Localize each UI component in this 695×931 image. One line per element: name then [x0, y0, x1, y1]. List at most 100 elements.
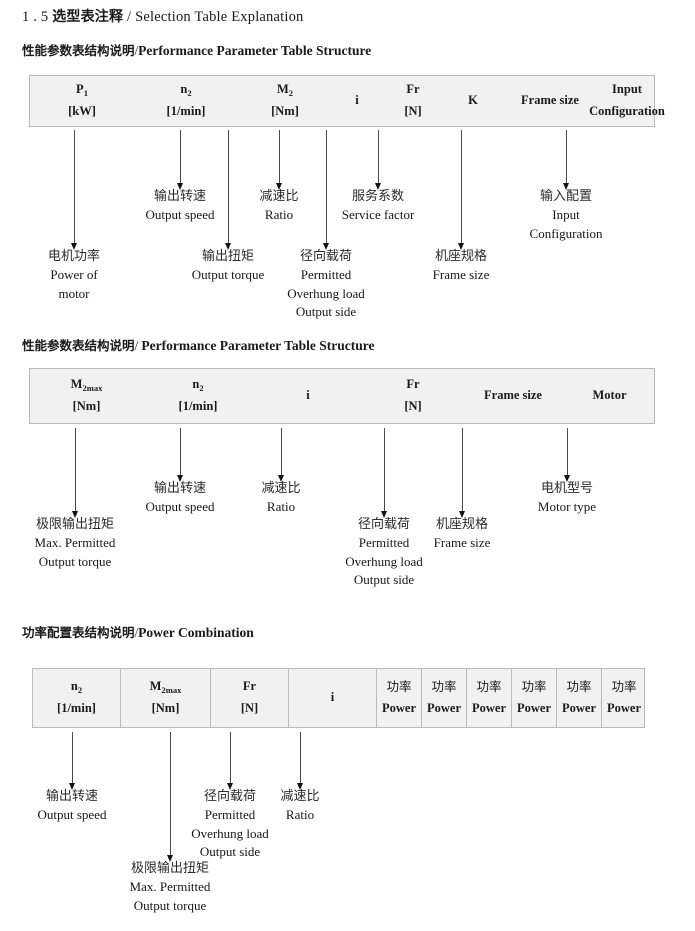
annotation-chinese: 减速比	[280, 789, 320, 804]
annotation-chinese: 输出转速	[153, 189, 206, 204]
table-header-cell: Frame size	[502, 76, 598, 126]
page-title-separator: /	[127, 9, 132, 25]
down-arrow-icon	[176, 130, 185, 190]
page-title-chinese: 选型表注释	[52, 9, 124, 25]
section-1-heading-separator: /	[134, 43, 139, 58]
header-cell-line2: Power	[381, 701, 416, 715]
section-3-heading-separator: /	[134, 625, 139, 640]
annotation-english: Frame size	[432, 267, 490, 283]
annotation-english: Max. Permitted	[129, 879, 211, 895]
annotation-label: 输出转速 Output speed	[146, 188, 215, 225]
header-cell-subscript: 2max	[82, 382, 103, 393]
arrow-shaft	[75, 428, 76, 512]
header-cell-line1: 功率	[431, 679, 457, 695]
arrow-shaft	[567, 428, 568, 476]
table-header-cell: i	[332, 76, 382, 126]
header-cell-line1: Frame size	[521, 93, 579, 108]
annotation-english: Overhung load	[191, 825, 269, 841]
arrow-shaft	[74, 130, 75, 244]
annotation-chinese: 减速比	[261, 481, 301, 496]
header-cell-line2: [1/min]	[178, 399, 218, 413]
annotation-english: Max. Permitted	[34, 535, 116, 551]
header-cell-subscript: 2	[199, 382, 204, 393]
annotation-english: Output speed	[145, 207, 215, 223]
header-cell-line1: 功率	[386, 679, 412, 695]
down-arrow-icon	[457, 130, 466, 250]
arrow-shaft	[230, 732, 231, 784]
header-cell-line2: Configuration	[589, 104, 665, 118]
annotation-english: Permitted	[358, 535, 410, 551]
annotation-english: Output side	[199, 844, 261, 860]
section-1-heading: 性能参数表结构说明/Performance Parameter Table St…	[22, 40, 371, 59]
arrow-shaft	[300, 732, 301, 784]
table-header-cell: 功率 Power	[512, 669, 557, 727]
header-cell-subscript: 2	[187, 87, 192, 98]
header-cell-line2: [Nm]	[72, 399, 101, 413]
down-arrow-icon	[176, 428, 185, 482]
annotation-english: Overhung load	[287, 285, 365, 301]
header-cell-line2: [kW]	[68, 104, 96, 118]
arrow-shaft	[72, 732, 73, 784]
header-cell-subscript: 2	[288, 87, 294, 98]
down-arrow-icon	[296, 732, 305, 790]
header-cell-line2: Power	[426, 701, 461, 715]
annotation-chinese: 输入配置	[539, 189, 592, 204]
arrow-shaft	[279, 130, 280, 184]
table-header-cell: M2max [Nm]	[30, 369, 143, 423]
section-2-heading-english: Performance Parameter Table Structure	[141, 338, 375, 353]
down-arrow-icon	[562, 130, 571, 190]
header-cell-line2: [N]	[240, 701, 259, 715]
header-cell-line1: K	[468, 93, 478, 108]
down-arrow-icon	[166, 732, 175, 862]
section-1-heading-english: Performance Parameter Table Structure	[138, 43, 372, 58]
annotation-chinese: 径向载荷	[203, 789, 256, 804]
down-arrow-icon	[563, 428, 572, 482]
header-cell-line1: Fr	[242, 679, 257, 694]
down-arrow-icon	[275, 130, 284, 190]
section-3-heading: 功率配置表结构说明/Power Combination	[22, 622, 254, 641]
header-cell-line2: Power	[516, 701, 551, 715]
annotation-chinese: 输出转速	[153, 481, 206, 496]
table-header-cell: Fr[N]	[382, 76, 444, 126]
header-cell-line2: [N]	[404, 104, 422, 118]
down-arrow-icon	[226, 732, 235, 790]
arrow-shaft	[180, 130, 181, 184]
header-cell-line1: i	[306, 388, 310, 403]
header-cell-line1: 功率	[611, 679, 637, 695]
down-arrow-icon	[224, 130, 233, 250]
annotation-chinese: 减速比	[259, 189, 299, 204]
annotation-english: Overhung load	[345, 553, 423, 569]
header-cell-line1: Fr	[406, 377, 420, 392]
annotation-english: Input	[552, 207, 580, 223]
table-header-cell: K	[444, 76, 502, 126]
table-header-cell: M2max[Nm]	[121, 669, 211, 727]
table-header-cell: Fr [N]	[211, 669, 289, 727]
header-cell-line1: M2max	[70, 377, 103, 393]
header-cell-line1: 功率	[521, 679, 547, 695]
section-2-heading: 性能参数表结构说明/ Performance Parameter Table S…	[22, 335, 374, 354]
annotation-english: Permitted	[204, 807, 256, 823]
down-arrow-icon	[70, 130, 79, 250]
annotation-chinese: 电机功率	[47, 249, 101, 264]
page-title: 1 . 5 选型表注释 / Selection Table Explanatio…	[22, 6, 304, 26]
table-header-cell: Fr[N]	[363, 369, 463, 423]
header-cell-line1: 功率	[566, 679, 592, 695]
table-header-cell: 功率 Power	[422, 669, 467, 727]
page-title-english: Selection Table Explanation	[135, 9, 304, 25]
